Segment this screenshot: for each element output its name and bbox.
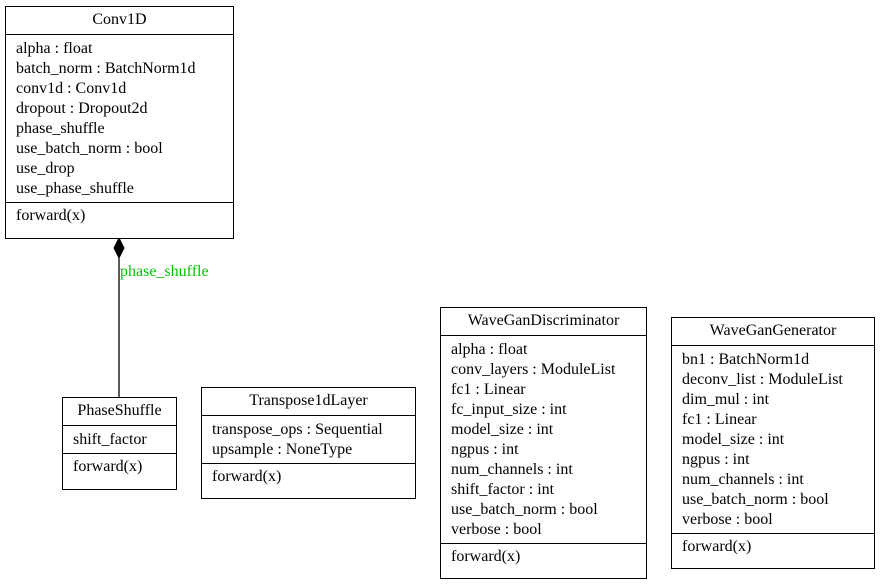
method: forward(x) (73, 458, 143, 475)
composition-diamond (113, 236, 125, 260)
attribute: phase_shuffle (16, 120, 105, 137)
attribute: model_size : int (682, 431, 785, 448)
attribute: verbose : bool (451, 521, 542, 538)
attribute: use_batch_norm : bool (451, 501, 598, 518)
attribute: num_channels : int (682, 471, 804, 488)
attribute: num_channels : int (451, 461, 573, 478)
attribute: verbose : bool (682, 511, 773, 528)
method-list: forward(x) (6, 202, 233, 231)
class-wavegandiscriminator[interactable]: WaveGanDiscriminator alpha : float conv_… (440, 307, 647, 579)
attribute: conv1d : Conv1d (16, 80, 127, 97)
attribute-list: bn1 : BatchNorm1d deconv_list : ModuleLi… (672, 345, 874, 533)
attribute: upsample : NoneType (212, 441, 353, 458)
attribute: use_batch_norm : bool (682, 491, 829, 508)
attribute: shift_factor (73, 431, 147, 448)
attribute: model_size : int (451, 421, 554, 438)
attribute: use_drop (16, 160, 75, 177)
method-list: forward(x) (63, 453, 176, 482)
attribute: bn1 : BatchNorm1d (682, 351, 810, 368)
method-list: forward(x) (672, 533, 874, 562)
attribute: use_batch_norm : bool (16, 140, 163, 157)
class-conv1d[interactable]: Conv1D alpha : float batch_norm : BatchN… (5, 6, 234, 239)
attribute-list: alpha : float batch_norm : BatchNorm1d c… (6, 34, 233, 202)
class-phaseshuffle[interactable]: PhaseShuffle shift_factor forward(x) (62, 397, 177, 490)
edge-label-phase-shuffle: phase_shuffle (120, 263, 209, 280)
attribute: deconv_list : ModuleList (682, 371, 843, 388)
method-list: forward(x) (441, 543, 646, 572)
attribute: transpose_ops : Sequential (212, 421, 383, 438)
class-title: Conv1D (92, 11, 147, 28)
class-title: PhaseShuffle (77, 402, 162, 419)
method-list: forward(x) (202, 463, 415, 492)
method: forward(x) (16, 207, 86, 224)
attribute: alpha : float (16, 40, 93, 57)
attribute-list: shift_factor (63, 425, 176, 453)
attribute: batch_norm : BatchNorm1d (16, 60, 196, 77)
class-title: WaveGanGenerator (709, 322, 837, 339)
attribute: alpha : float (451, 341, 528, 358)
attribute: fc1 : Linear (451, 381, 526, 398)
attribute: fc1 : Linear (682, 411, 757, 428)
class-transpose1dlayer[interactable]: Transpose1dLayer transpose_ops : Sequent… (201, 387, 416, 499)
attribute: ngpus : int (451, 441, 519, 458)
method: forward(x) (682, 538, 752, 555)
class-title: Transpose1dLayer (249, 392, 368, 409)
attribute-list: transpose_ops : Sequential upsample : No… (202, 415, 415, 463)
attribute: fc_input_size : int (451, 401, 567, 418)
attribute: dropout : Dropout2d (16, 100, 148, 117)
attribute: ngpus : int (682, 451, 750, 468)
class-title: WaveGanDiscriminator (467, 312, 620, 329)
attribute: use_phase_shuffle (16, 180, 134, 197)
class-wavegangenerator[interactable]: WaveGanGenerator bn1 : BatchNorm1d decon… (671, 317, 875, 569)
attribute: dim_mul : int (682, 391, 770, 408)
attribute-list: alpha : float conv_layers : ModuleList f… (441, 335, 646, 543)
method: forward(x) (451, 548, 521, 565)
attribute: conv_layers : ModuleList (451, 361, 616, 378)
method: forward(x) (212, 468, 282, 485)
attribute: shift_factor : int (451, 481, 555, 498)
